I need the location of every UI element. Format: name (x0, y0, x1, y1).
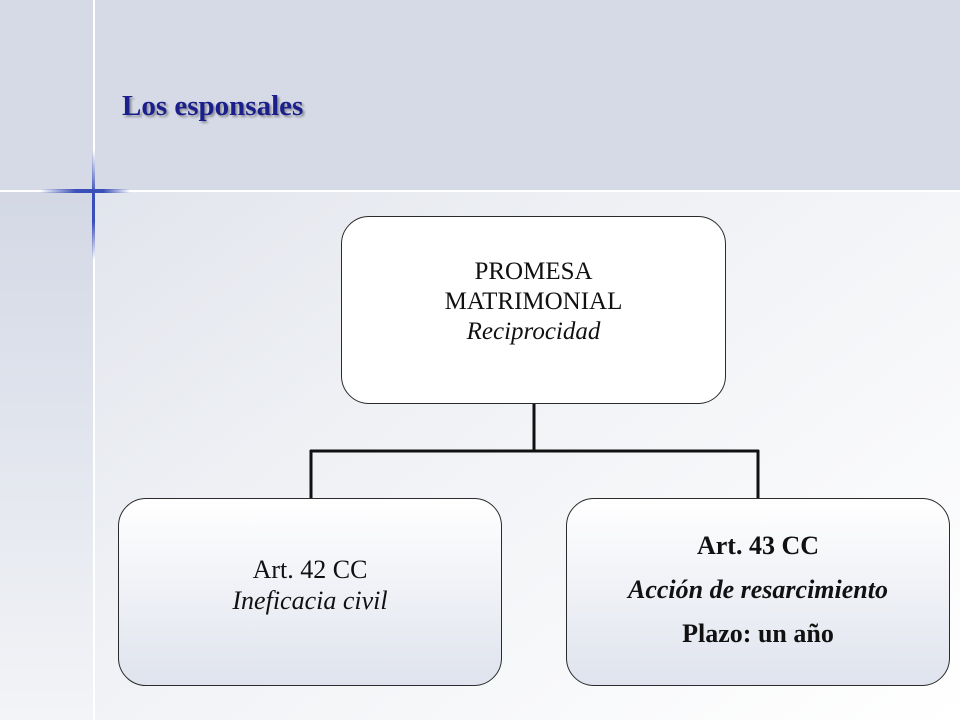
node-root-line3: Reciprocidad (466, 318, 601, 345)
node-left-line1: Art. 42 CC (252, 555, 368, 584)
node-right-line2: Acción de resarcimiento (628, 575, 888, 604)
node-art-43: Art. 43 CC Acción de resarcimiento Plazo… (566, 498, 950, 686)
left-decor-panel (0, 192, 94, 720)
cross-accent-horizontal (40, 189, 130, 193)
node-art-42: Art. 42 CC Ineficacia civil (118, 498, 502, 686)
slide-title: Los esponsales (122, 90, 304, 122)
node-root-line2: MATRIMONIAL (444, 288, 623, 315)
node-root-line1: PROMESA (474, 258, 593, 285)
node-right-line3: Plazo: un año (682, 619, 834, 648)
vertical-divider (93, 0, 95, 720)
title-band-divider (0, 190, 960, 192)
cross-accent-vertical (92, 150, 95, 260)
node-right-line1: Art. 43 CC (696, 531, 820, 560)
title-band (0, 0, 960, 190)
node-left-line2: Ineficacia civil (232, 586, 388, 615)
node-promesa-matrimonial: PROMESA MATRIMONIAL Reciprocidad (341, 216, 726, 404)
